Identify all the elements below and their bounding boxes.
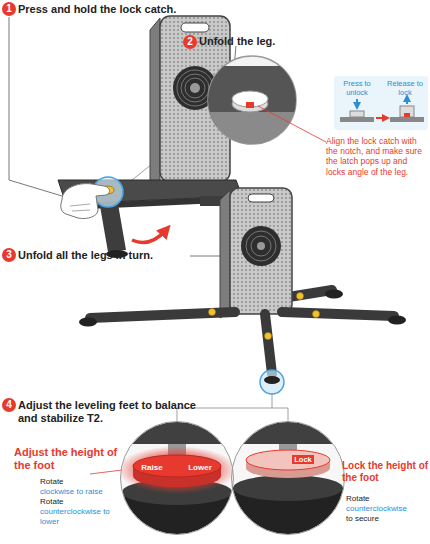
latch-state-icons [334, 76, 428, 130]
unfold-arrow [132, 230, 166, 242]
callout-heading: Adjust the height of the foot [14, 446, 126, 472]
step-number: 3 [2, 248, 16, 262]
leader-line [288, 408, 289, 421]
foot-adjust-inset [117, 446, 237, 494]
zoom-inset [258, 106, 326, 142]
step-number: 4 [2, 398, 16, 412]
trainer-unit [185, 78, 205, 98]
instruction-text: counterclockwise to lower [40, 507, 112, 527]
trainer-legs [265, 314, 272, 374]
foot-adjust-inset [110, 420, 250, 542]
instruction-text: Rotate [346, 494, 430, 504]
trainer-legs [79, 318, 97, 327]
trainer-legs [297, 293, 304, 300]
instruction-text: clockwise to raise [40, 487, 120, 497]
hand [61, 184, 110, 219]
zoom-inset [205, 56, 326, 152]
step-instruction: Adjust the leveling feet to balance and … [18, 399, 203, 425]
foot-ring-label: Lock [292, 455, 314, 464]
latch-state-icons [400, 106, 414, 117]
zoom-inset [205, 112, 300, 152]
trainer-unit [220, 190, 230, 318]
foot-adjust-inset [133, 455, 221, 477]
trainer-legs [79, 293, 406, 375]
trainer-legs [313, 311, 320, 318]
latch-state-icons [350, 111, 364, 117]
leader-line [272, 394, 273, 408]
step-number-text: 1 [2, 3, 16, 15]
leader-line [190, 256, 220, 257]
latch-state-icons [404, 113, 410, 117]
zoom-inset [246, 102, 254, 108]
hand [70, 204, 90, 211]
latch-state-icons [340, 117, 374, 122]
unfold-arrow [132, 230, 166, 242]
trainer-unit [220, 188, 292, 318]
callout-heading: Lock the height of the foot [342, 460, 430, 484]
trainer-unit [181, 74, 209, 102]
trainer-legs [209, 309, 216, 316]
instruction-text: to secure [346, 514, 430, 524]
leader-line [90, 470, 122, 474]
step-number-text: 2 [183, 36, 197, 48]
instruction-text: Rotate [40, 497, 120, 507]
foot-ring-label: Lower [185, 463, 215, 473]
folded-base [100, 204, 126, 252]
latch-state-label: Release to lock [384, 79, 426, 97]
trainer-unit [257, 242, 265, 250]
hand [61, 184, 110, 219]
trainer-legs [325, 290, 343, 299]
step-instruction: Press and hold the lock catch. [18, 3, 248, 16]
zoom-inset [232, 91, 268, 107]
trainer-legs [265, 333, 272, 340]
folded-base [58, 180, 242, 258]
trainer-unit [190, 83, 200, 93]
step-number: 2 [183, 35, 197, 49]
foot-ring-label: Raise [137, 463, 167, 473]
trainer-unit [241, 226, 281, 266]
latch-state-label: Press to unlock [336, 79, 378, 97]
trainer-unit [181, 23, 209, 32]
magnified-inset: Raise Lower [120, 421, 234, 535]
step-number: 1 [2, 2, 16, 16]
foot-lock-inset [221, 420, 361, 542]
instruction-text: Rotate [40, 477, 120, 487]
foot-highlight [260, 370, 284, 394]
leader-line [9, 17, 62, 196]
trainer-legs [388, 316, 406, 325]
step-number-text: 4 [2, 399, 16, 411]
foot-highlight [260, 370, 284, 394]
instruction-text: counterclockwise [346, 504, 430, 514]
step-instruction: Unfold all the legs in turn. [18, 249, 218, 262]
trainer-legs [282, 312, 394, 316]
leader-line [190, 256, 220, 257]
latch-state-icons [390, 117, 424, 122]
foot-adjust-inset [110, 420, 250, 444]
step-instruction: Unfold the leg. [199, 35, 329, 48]
magnified-inset: Lock [231, 421, 345, 535]
trainer-unit [248, 194, 274, 202]
trainer-unit [246, 231, 276, 261]
trainer-unit [230, 188, 292, 314]
trainer-unit [251, 236, 271, 256]
foot-lock-inset [221, 420, 361, 444]
trainer-unit [150, 18, 160, 188]
latch-state-icons [406, 98, 408, 104]
foot-highlight [264, 376, 280, 384]
zoom-inset [205, 66, 300, 152]
foot-lock-inset [246, 450, 330, 470]
foot-lock-inset [233, 475, 343, 501]
latch-state-icons [356, 99, 358, 106]
latch-state-icons [376, 117, 386, 119]
callout-note: Align the lock catch with the notch, and… [326, 136, 428, 177]
latch-state-icons [334, 76, 428, 130]
step-number-text: 3 [2, 249, 16, 261]
